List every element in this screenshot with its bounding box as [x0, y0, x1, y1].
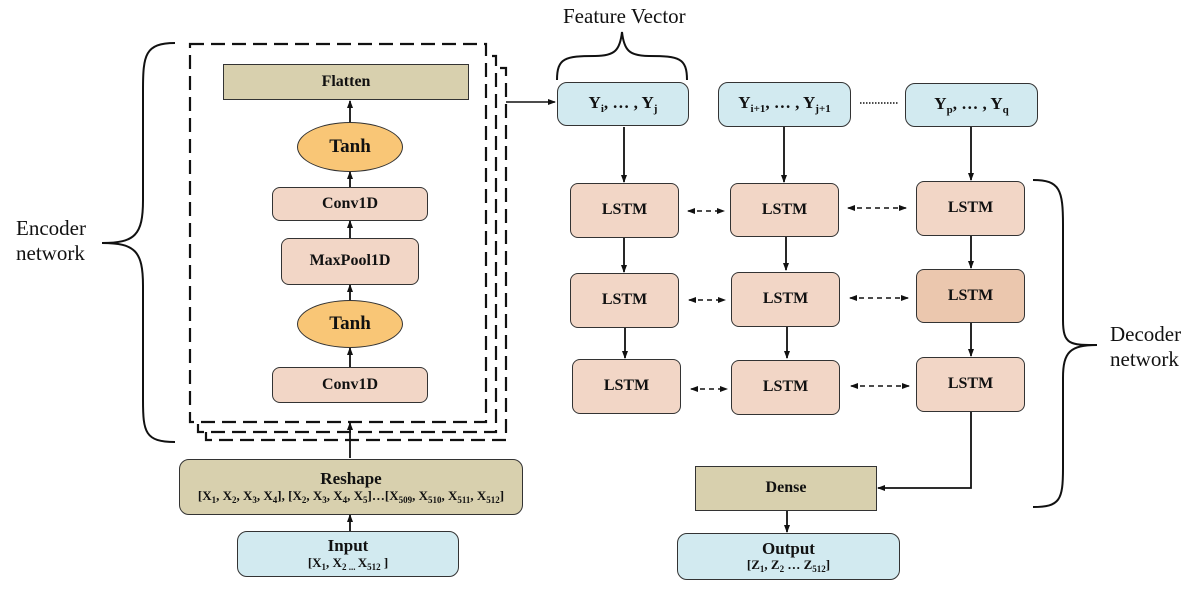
- lstm-label: LSTM: [601, 201, 648, 219]
- lstm-r1-c3[interactable]: LSTM: [916, 181, 1025, 236]
- feature-vector-1[interactable]: Yi, … , Yj: [557, 82, 689, 126]
- feature-vector-brace-icon: [556, 31, 688, 81]
- dense-label: Dense: [765, 479, 807, 497]
- decoder-label-line1: Decoder: [1110, 322, 1182, 346]
- feature-vector-1-label: Yi, … , Yj: [588, 92, 658, 115]
- feature-vector-3-label: Yp, … , Yq: [934, 93, 1009, 116]
- dense-layer[interactable]: Dense: [695, 466, 877, 511]
- lstm-label: LSTM: [947, 199, 994, 217]
- lstm-label: LSTM: [601, 291, 648, 309]
- reshape-sequence: [X1, X2, X3, X4], [X2, X3, X4, X5]…[X509…: [197, 487, 505, 505]
- feature-vector-2-label: Yi+1, … , Yj+1: [738, 93, 831, 116]
- flatten-label: Flatten: [321, 72, 371, 90]
- output-sequence: [Z1, Z2 … Z512]: [746, 557, 831, 575]
- tanh-activation-top[interactable]: Tanh: [297, 122, 403, 172]
- lstm-r3-c3[interactable]: LSTM: [916, 357, 1025, 412]
- lstm-r1-c2[interactable]: LSTM: [730, 183, 839, 237]
- lstm-r3-c1[interactable]: LSTM: [572, 359, 681, 414]
- maxpool1d-label: MaxPool1D: [309, 252, 391, 270]
- output-node[interactable]: Output [Z1, Z2 … Z512]: [677, 533, 900, 580]
- tanh-bottom-label: Tanh: [329, 313, 371, 334]
- decoder-label-line2: network: [1110, 347, 1179, 372]
- lstm-label: LSTM: [947, 375, 994, 393]
- lstm-r3-c2[interactable]: LSTM: [731, 360, 840, 415]
- input-sequence: [X1, X2 ... X512 ]: [307, 554, 389, 572]
- encoder-label-line2: network: [16, 241, 85, 266]
- lstm-label: LSTM: [762, 290, 809, 308]
- lstm-r1-c1[interactable]: LSTM: [570, 183, 679, 238]
- input-title: Input: [327, 536, 369, 556]
- tanh-activation-bottom[interactable]: Tanh: [297, 300, 403, 348]
- lstm-label: LSTM: [761, 200, 808, 218]
- lstm-label: LSTM: [762, 378, 809, 396]
- conv1d-top-label: Conv1D: [321, 194, 378, 212]
- lstm-label: LSTM: [947, 286, 994, 304]
- reshape-layer[interactable]: Reshape [X1, X2, X3, X4], [X2, X3, X4, X…: [179, 459, 523, 515]
- encoder-network-label: Encoder network: [16, 216, 86, 266]
- conv1d-layer-bottom[interactable]: Conv1D: [272, 367, 428, 403]
- reshape-title: Reshape: [320, 469, 382, 489]
- tanh-top-label: Tanh: [329, 136, 371, 157]
- input-node[interactable]: Input [X1, X2 ... X512 ]: [237, 531, 459, 577]
- feature-vector-label: Feature Vector: [563, 4, 686, 28]
- lstm-r2-c2[interactable]: LSTM: [731, 272, 840, 327]
- output-title: Output: [762, 538, 815, 558]
- conv1d-bottom-label: Conv1D: [321, 375, 378, 393]
- encoder-label-line1: Encoder: [16, 216, 86, 240]
- lstm-r2-c1[interactable]: LSTM: [570, 273, 679, 328]
- arrow-lstm-to-dense: [877, 412, 972, 491]
- encoder-frame-front: [188, 42, 488, 424]
- encoder-brace-icon: [101, 42, 176, 443]
- decoder-network-label: Decoder network: [1110, 322, 1181, 372]
- feature-vector-3[interactable]: Yp, … , Yq: [905, 83, 1038, 127]
- feature-vector-2[interactable]: Yi+1, … , Yj+1: [718, 82, 851, 127]
- maxpool1d-layer[interactable]: MaxPool1D: [281, 238, 419, 285]
- conv1d-layer-top[interactable]: Conv1D: [272, 187, 428, 221]
- lstm-label: LSTM: [603, 377, 650, 395]
- decoder-brace-icon: [1032, 179, 1098, 508]
- flatten-layer[interactable]: Flatten: [223, 64, 469, 100]
- lstm-r2-c3[interactable]: LSTM: [916, 269, 1025, 323]
